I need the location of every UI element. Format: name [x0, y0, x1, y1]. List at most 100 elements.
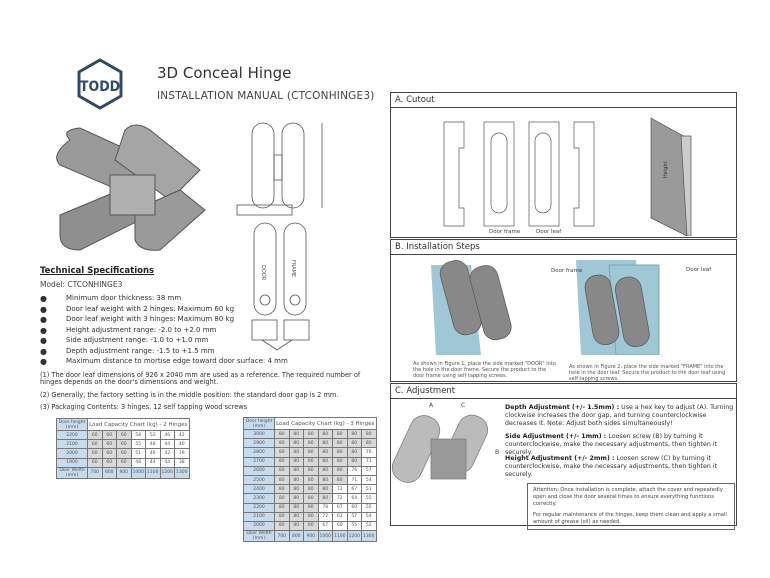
height-cell: 2000	[56, 448, 88, 459]
spec-item: ●Side adjustment range: -1.0 to +1.0 mm	[40, 336, 209, 345]
value-cell: 80	[303, 484, 319, 495]
value-cell: 80	[274, 447, 290, 458]
value-cell: 64	[346, 493, 362, 504]
value-cell: 60	[87, 448, 103, 459]
value-cell: 80	[346, 447, 362, 458]
load-table-3-hinges: Door height (mm)Load Capacity Chart (kg)…	[243, 417, 377, 543]
value-cell: 71	[346, 474, 362, 486]
value-cell: 42	[174, 429, 190, 441]
label-a: A	[429, 402, 434, 409]
value-cell: 60	[87, 457, 103, 468]
spec-item: ●Height adjustment range: -2.0 to +2.0 m…	[40, 325, 217, 335]
section-title: C. Adjustment	[391, 384, 736, 399]
value-cell: 80	[288, 447, 304, 458]
value-cell: 80	[274, 520, 290, 532]
height-cell: 2400	[243, 484, 275, 495]
caption-figure-1: As shown in Figure 1, place the side mar…	[413, 361, 556, 379]
value-cell: 60	[101, 448, 117, 459]
value-cell: 60	[101, 429, 117, 441]
svg-text:TODD: TODD	[80, 79, 120, 95]
value-cell: 80	[288, 456, 304, 467]
value-cell: 55	[346, 520, 362, 532]
value-cell: 46	[145, 448, 161, 459]
height-cell: 2200	[243, 502, 275, 513]
value-cell: 80	[317, 438, 333, 449]
value-cell: 80	[288, 428, 304, 440]
value-cell: 80	[274, 438, 290, 449]
value-cell: 42	[159, 448, 175, 459]
value-cell: 80	[288, 474, 304, 486]
value-cell: 80	[317, 474, 333, 486]
height-cell: 2200	[56, 429, 88, 441]
value-cell: 80	[274, 474, 290, 486]
value-cell: 80	[332, 447, 348, 458]
value-cell: 46	[159, 429, 175, 441]
document-subtitle: INSTALLATION MANUAL (CTCONHINGE3)	[157, 90, 375, 102]
value-cell: 80	[332, 456, 348, 467]
attention-text: Attention: Once installation is complete…	[533, 487, 723, 507]
value-cell: 54	[361, 511, 377, 522]
value-cell: 80	[274, 428, 290, 440]
value-cell: 72	[332, 484, 348, 495]
section-installation: B. Installation Steps Door frame Door le…	[390, 239, 737, 382]
value-cell: 80	[303, 511, 319, 522]
value-cell: 80	[303, 474, 319, 486]
height-cell: 2900	[243, 438, 275, 449]
value-cell: 60	[116, 439, 132, 450]
width-cell: 1300	[361, 530, 377, 543]
value-cell: 54	[361, 474, 377, 486]
width-cell: 800	[288, 530, 304, 543]
height-cell: 2800	[243, 447, 275, 458]
value-cell: 80	[332, 474, 348, 486]
height-label: Height	[663, 161, 669, 178]
value-cell: 60	[87, 429, 103, 441]
value-cell: 51	[130, 448, 146, 459]
value-cell: 80	[317, 456, 333, 467]
value-cell: 80	[303, 520, 319, 532]
side-adjustment-text: Side Adjustment (+/- 1mm) : Loosen screw…	[505, 433, 718, 456]
value-cell: 60	[101, 439, 117, 450]
value-cell: 52	[145, 429, 161, 441]
hinge-technical-drawing: DOOR FRAME	[232, 115, 347, 359]
value-cell: 67	[332, 502, 348, 513]
value-cell: 58	[130, 429, 146, 441]
value-cell: 60	[116, 457, 132, 468]
value-cell: 67	[346, 484, 362, 495]
note-3: (3) Packaging Contents: 3 hinges, 12 sel…	[40, 403, 248, 411]
width-cell: 1200	[159, 466, 175, 479]
frame-label: FRAME	[290, 260, 296, 277]
label-b: B	[495, 449, 499, 456]
value-cell: 60	[87, 439, 103, 450]
height-cell: 2500	[243, 474, 275, 486]
value-cell: 57	[346, 511, 362, 522]
value-cell: 63	[332, 511, 348, 522]
spec-item: ●Depth adjustment range: -1.5 to +1.5 mm	[40, 346, 215, 356]
note-2: (2) Generally, the factory setting is in…	[40, 391, 339, 399]
value-cell: 76	[346, 465, 362, 476]
caption-figure-2: As shown in Figure 2, place the side mar…	[569, 364, 726, 382]
table-title: Load Capacity Chart (kg) - 2 Hinges	[87, 418, 190, 431]
value-cell: 60	[346, 502, 362, 513]
value-cell: 80	[288, 493, 304, 504]
value-cell: 80	[274, 493, 290, 504]
value-cell: 80	[303, 438, 319, 449]
value-cell: 44	[145, 457, 161, 468]
hinge-3d-image	[40, 120, 220, 264]
model-text: Model: CTCONHINGE3	[40, 280, 123, 289]
value-cell: 80	[288, 511, 304, 522]
depth-adjustment-text: Depth Adjustment (+/- 1.5mm) : Use a hex…	[505, 404, 734, 427]
value-cell: 80	[288, 484, 304, 495]
door-label: DOOR	[260, 265, 266, 281]
value-cell: 80	[346, 428, 362, 440]
